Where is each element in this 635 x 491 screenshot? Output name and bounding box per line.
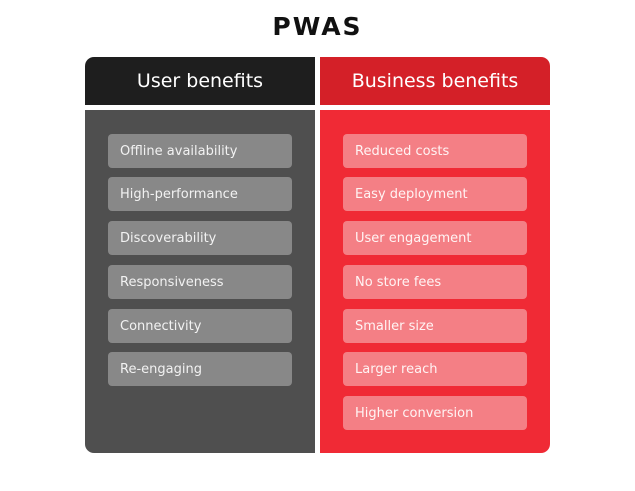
user-benefit-item: Discoverability — [108, 221, 292, 255]
business-benefits-panel: Reduced costs Easy deployment User engag… — [320, 110, 550, 453]
business-benefit-item: User engagement — [343, 221, 527, 255]
user-benefit-item: Responsiveness — [108, 265, 292, 299]
user-benefits-header: User benefits — [85, 57, 315, 105]
business-benefit-item: Easy deployment — [343, 177, 527, 211]
user-benefit-item: Connectivity — [108, 309, 292, 343]
user-benefit-item: High-performance — [108, 177, 292, 211]
user-benefit-item: Offline availability — [108, 134, 292, 168]
business-benefit-item: Reduced costs — [343, 134, 527, 168]
business-benefit-item: Smaller size — [343, 309, 527, 343]
business-benefit-item: Larger reach — [343, 352, 527, 386]
diagram-title: PWAS — [272, 12, 363, 41]
business-benefit-item: No store fees — [343, 265, 527, 299]
business-benefits-header: Business benefits — [320, 57, 550, 105]
user-benefit-item: Re-engaging — [108, 352, 292, 386]
business-benefit-item: Higher conversion — [343, 396, 527, 430]
user-benefits-panel: Offline availability High-performance Di… — [85, 110, 315, 453]
